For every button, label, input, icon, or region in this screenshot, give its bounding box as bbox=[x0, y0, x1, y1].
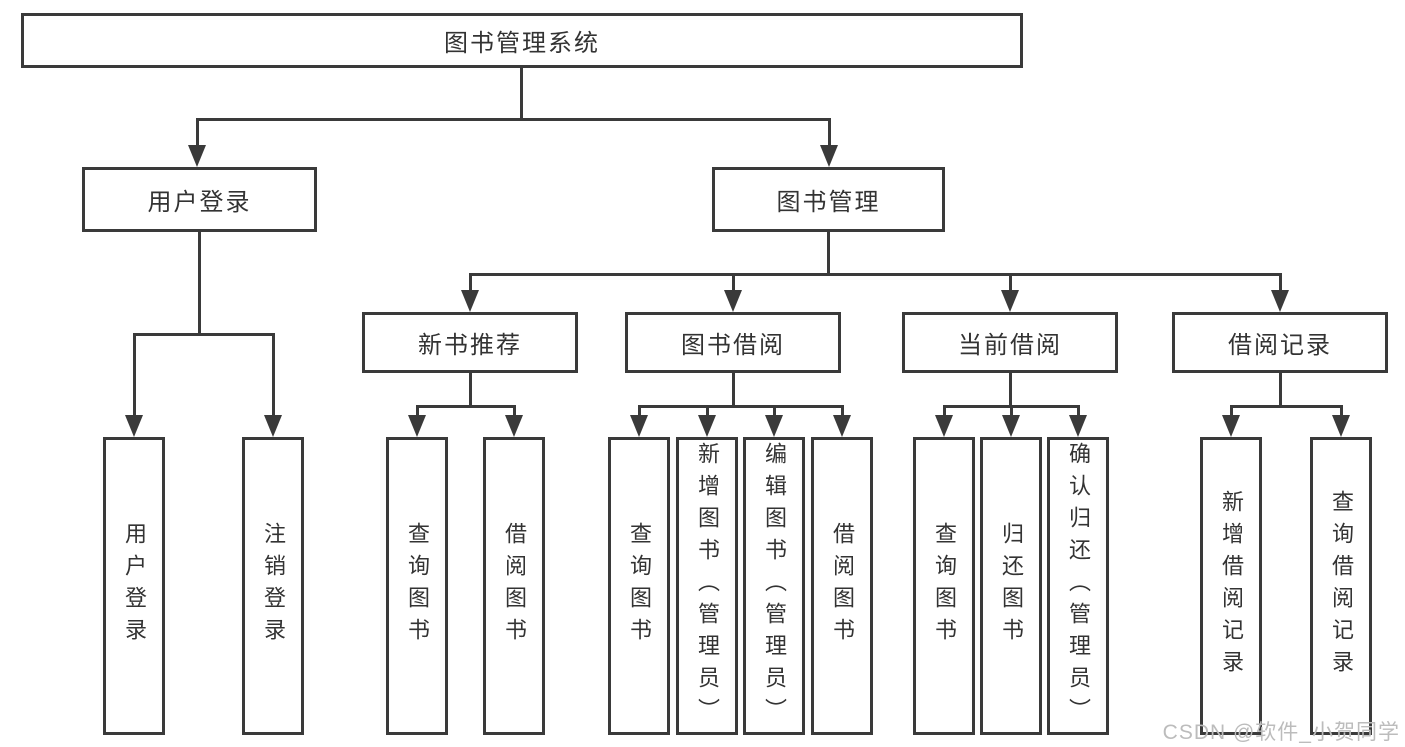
leaf-add-books-admin: 新增图书（管理员） bbox=[676, 437, 738, 735]
arrowhead-leaf bbox=[1332, 415, 1350, 437]
edge-to-book-management bbox=[828, 118, 831, 147]
edge-to-book-borrow bbox=[732, 273, 735, 292]
edge-root-stem bbox=[520, 68, 523, 118]
arrowhead-leaf bbox=[505, 415, 523, 437]
edge-leaf bbox=[1077, 405, 1080, 417]
edge-leaf bbox=[513, 405, 516, 417]
arrowhead-leaf bbox=[630, 415, 648, 437]
leaf-query-books-current: 查询图书 bbox=[913, 437, 975, 735]
edge-to-user-login bbox=[196, 118, 199, 147]
edge-book-management-stem bbox=[827, 232, 830, 276]
leaf-query-books-recommend: 查询图书 bbox=[386, 437, 448, 735]
csdn-watermark: CSDN @软件_小贺同学 bbox=[1162, 721, 1400, 744]
arrowhead-logout-leaf bbox=[264, 415, 282, 437]
edge-current-borrow-stem bbox=[1009, 373, 1012, 405]
node-book-borrow: 图书借阅 bbox=[625, 312, 841, 373]
edge-book-borrow-bar bbox=[638, 405, 842, 408]
edge-to-current-borrow bbox=[1009, 273, 1012, 292]
node-current-borrow: 当前借阅 bbox=[902, 312, 1118, 373]
leaf-edit-books-admin: 编辑图书（管理员） bbox=[743, 437, 805, 735]
edge-to-borrow-record bbox=[1279, 273, 1282, 292]
edge-borrow-record-stem bbox=[1279, 373, 1282, 405]
edge-to-new-book bbox=[469, 273, 472, 292]
leaf-borrow-books-recommend: 借阅图书 bbox=[483, 437, 545, 735]
edge-leaf bbox=[773, 405, 776, 417]
edge-leaf bbox=[1010, 405, 1013, 417]
arrowhead-book-borrow bbox=[724, 290, 742, 312]
node-new-book-recommend: 新书推荐 bbox=[362, 312, 578, 373]
arrowhead-leaf bbox=[1002, 415, 1020, 437]
edge-leaf bbox=[638, 405, 641, 417]
leaf-add-borrow-record: 新增借阅记录 bbox=[1200, 437, 1262, 735]
edge-new-book-bar bbox=[416, 405, 515, 408]
arrowhead-new-book bbox=[461, 290, 479, 312]
edge-user-login-stem bbox=[198, 232, 201, 336]
node-library-management-system: 图书管理系统 bbox=[21, 13, 1023, 68]
edge-new-book-stem bbox=[469, 373, 472, 405]
edge-leaf bbox=[706, 405, 709, 417]
node-user-login: 用户登录 bbox=[82, 167, 317, 232]
edge-book-borrow-stem bbox=[732, 373, 735, 405]
arrowhead-leaf bbox=[833, 415, 851, 437]
edge-root-bar bbox=[197, 118, 831, 121]
arrowhead-current-borrow bbox=[1001, 290, 1019, 312]
arrowhead-leaf bbox=[1222, 415, 1240, 437]
leaf-query-borrow-record: 查询借阅记录 bbox=[1310, 437, 1372, 735]
edge-borrow-record-bar bbox=[1230, 405, 1342, 408]
arrowhead-borrow-record bbox=[1271, 290, 1289, 312]
node-borrow-record: 借阅记录 bbox=[1172, 312, 1388, 373]
edge-book-management-bar bbox=[469, 273, 1281, 276]
edge-leaf bbox=[841, 405, 844, 417]
arrowhead-login-leaf bbox=[125, 415, 143, 437]
arrowhead-leaf bbox=[935, 415, 953, 437]
arrowhead-leaf bbox=[765, 415, 783, 437]
edge-leaf bbox=[1230, 405, 1233, 417]
edge-to-logout-leaf bbox=[272, 333, 275, 417]
edge-user-login-bar bbox=[133, 333, 275, 336]
edge-leaf bbox=[1340, 405, 1343, 417]
leaf-query-books-borrow: 查询图书 bbox=[608, 437, 670, 735]
leaf-user-login: 用户登录 bbox=[103, 437, 165, 735]
edge-leaf bbox=[943, 405, 946, 417]
edge-to-login-leaf bbox=[133, 333, 136, 417]
leaf-confirm-return-admin: 确认归还（管理员） bbox=[1047, 437, 1109, 735]
arrowhead-leaf bbox=[1069, 415, 1087, 437]
arrowhead-book-management bbox=[820, 145, 838, 167]
leaf-borrow-books: 借阅图书 bbox=[811, 437, 873, 735]
node-book-management: 图书管理 bbox=[712, 167, 945, 232]
arrowhead-leaf bbox=[698, 415, 716, 437]
arrowhead-user-login bbox=[188, 145, 206, 167]
edge-leaf bbox=[416, 405, 419, 417]
arrowhead-leaf bbox=[408, 415, 426, 437]
leaf-return-books: 归还图书 bbox=[980, 437, 1042, 735]
leaf-logout: 注销登录 bbox=[242, 437, 304, 735]
